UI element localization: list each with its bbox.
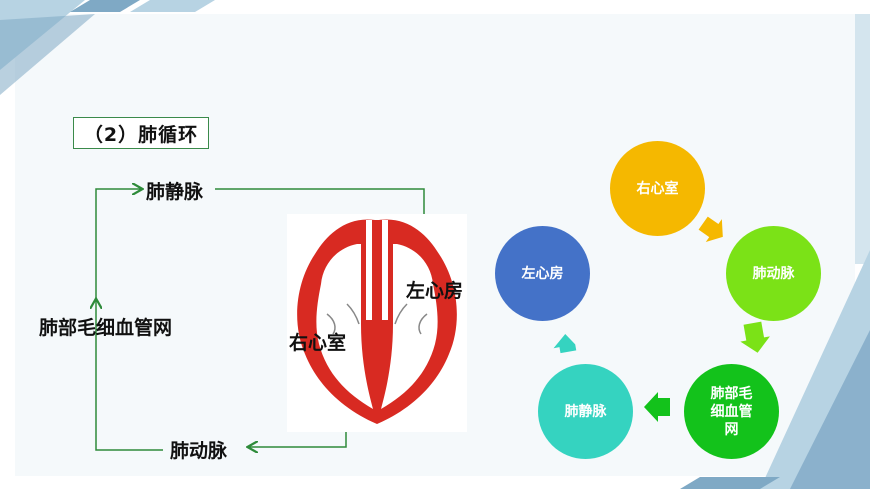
cycle-node-pulmonary-artery: 肺动脉: [726, 226, 821, 321]
cycle-node-left-atrium: 左心房: [495, 226, 590, 321]
cycle-node-pulmonary-capillary-network: 肺部毛 细血管 网: [684, 364, 779, 459]
label-right-ventricle: 右心室: [289, 332, 347, 354]
connector-capillary-to-vein: [95, 189, 141, 300]
cycle-node-capillary-line-1: 肺部毛: [710, 385, 753, 402]
connector-artery-to-capillary: [96, 300, 163, 451]
cycle-node-right-ventricle: 右心室: [610, 141, 705, 236]
cycle-arrow-2: [740, 321, 770, 353]
cycle-arrow-4: [553, 333, 577, 354]
cycle-arrow-3: [644, 392, 670, 422]
cycle-node-capillary-line-2: 细血管: [710, 403, 753, 420]
heart-illustration: [287, 214, 467, 432]
label-pulmonary-capillary-network: 肺部毛细血管网: [39, 317, 173, 339]
cycle-node-capillary-line-3: 网: [724, 421, 739, 438]
label-pulmonary-artery: 肺动脉: [170, 440, 228, 462]
label-left-atrium: 左心房: [406, 280, 464, 302]
cycle-node-pulmonary-vein: 肺静脉: [538, 364, 633, 459]
label-pulmonary-vein: 肺静脉: [146, 181, 204, 203]
section-title: （2）肺循环: [73, 117, 209, 149]
cycle-arrow-1: [698, 216, 723, 243]
